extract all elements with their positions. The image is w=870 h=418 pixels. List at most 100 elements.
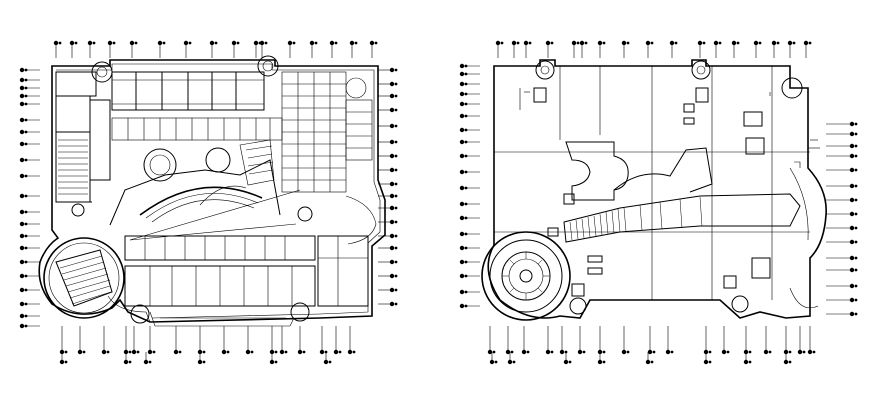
dimension-bubble — [459, 91, 465, 97]
dimension-bubble — [389, 107, 395, 113]
dimension-bubble — [459, 201, 465, 207]
dimension-bubble — [807, 349, 813, 355]
dimension-bubble — [545, 349, 551, 355]
dimension-bubble — [849, 167, 855, 173]
dimension-bubble — [389, 273, 395, 279]
dimension-bubble — [347, 349, 353, 355]
dimension-bubble-tail — [394, 220, 398, 224]
dimension-bubble — [259, 40, 265, 46]
dimension-bubble-tail — [464, 102, 468, 106]
dimension-bubble — [221, 349, 227, 355]
dimension-bubble — [669, 40, 675, 46]
dimension-bubble-tail — [226, 350, 230, 354]
dimension-bubble — [19, 287, 25, 293]
dimension-bubble-tail — [708, 350, 712, 354]
dimension-bubble — [703, 359, 709, 365]
plan-left — [38, 55, 386, 327]
dimension-bubble — [849, 143, 855, 149]
dimension-bubble-tail — [464, 216, 468, 220]
dimension-bubble — [269, 359, 275, 365]
dimension-bubble-tail — [808, 41, 812, 45]
dimension-bubble — [849, 197, 855, 203]
dimension-bubble — [19, 259, 25, 265]
dimension-bubble — [19, 141, 25, 147]
dimension-bubble-tail — [674, 41, 678, 45]
dimension-bubble — [787, 40, 793, 46]
dimension-bubble-tail — [250, 350, 254, 354]
dimension-bubble — [209, 40, 215, 46]
dimension-bubble — [849, 225, 855, 231]
dimension-bubble-tail — [464, 274, 468, 278]
dimension-bubble-tail — [394, 302, 398, 306]
dimension-bubble-tail — [854, 168, 858, 172]
dimension-bubble-tail — [464, 72, 468, 76]
dimension-bubble-tail — [758, 41, 762, 45]
dimension-bubble-tail — [550, 350, 554, 354]
dimension-bubble — [459, 273, 465, 279]
dimension-bubble-tail — [24, 234, 28, 238]
dimension-bubble-tail — [792, 41, 796, 45]
dimension-bubble-tail — [24, 194, 28, 198]
dimension-bubble-tail — [152, 350, 156, 354]
dimension-bubble-tail — [302, 350, 306, 354]
dimension-bubble-tail — [492, 350, 496, 354]
dimension-bubble-tail — [82, 350, 86, 354]
dimension-bubble — [389, 139, 395, 145]
dimension-bubble — [19, 117, 25, 123]
dimension-bubble — [849, 183, 855, 189]
dimension-bubble-tail — [854, 256, 858, 260]
dimension-bubble-tail — [374, 41, 378, 45]
dimension-bubble — [19, 85, 25, 91]
dimension-bubble-tail — [854, 312, 858, 316]
dimension-bubble-tail — [314, 41, 318, 45]
dimension-bubble-tail — [24, 102, 28, 106]
dimension-bubble — [19, 233, 25, 239]
left-stair-towers — [71, 55, 313, 324]
dimension-bubble — [19, 193, 25, 199]
dimension-bubble — [753, 40, 759, 46]
dimension-bubble — [59, 359, 65, 365]
dimension-bubble-tail — [24, 86, 28, 90]
dimension-bubble — [849, 255, 855, 261]
dimension-bubble — [459, 169, 465, 175]
dimension-bubble-tail — [736, 41, 740, 45]
dimension-bubble-tail — [464, 140, 468, 144]
dimension-bubble-tail — [464, 114, 468, 118]
dimension-bubble-tail — [854, 122, 858, 126]
dimension-bubble — [459, 113, 465, 119]
dimension-bubble-tail — [334, 41, 338, 45]
dimension-bubble-tail — [854, 298, 858, 302]
dimension-bubble-tail — [148, 360, 152, 364]
dimension-bubble — [245, 349, 251, 355]
dimension-bubble-tail — [58, 41, 62, 45]
dimension-bubble — [131, 349, 137, 355]
dimension-bubble — [545, 40, 551, 46]
dimension-bubble — [19, 245, 25, 251]
dimension-bubble — [19, 273, 25, 279]
dimension-bubble — [19, 173, 25, 179]
dimension-bubble-tail — [394, 234, 398, 238]
dimension-bubble-tail — [854, 144, 858, 148]
dimension-bubble — [287, 40, 293, 46]
dimension-bubble-tail — [24, 158, 28, 162]
dimension-bubble — [231, 40, 237, 46]
dimension-bubble — [389, 205, 395, 211]
dimension-bubble-tail — [776, 41, 780, 45]
dimension-bubble — [459, 303, 465, 309]
dimension-bubble-tail — [500, 41, 504, 45]
dimension-bubble — [621, 349, 627, 355]
dimension-bubble-tail — [24, 302, 28, 306]
dimension-bubble-tail — [464, 64, 468, 68]
dimension-bubble — [389, 259, 395, 265]
dimension-bubble-tail — [136, 350, 140, 354]
dimension-bubble-tail — [584, 41, 588, 45]
dimension-bubble — [459, 231, 465, 237]
dimension-bubble — [645, 40, 651, 46]
dimension-bubble-tail — [854, 240, 858, 244]
dimension-bubble-tail — [726, 350, 730, 354]
dimension-bubble — [459, 71, 465, 77]
dimension-bubble — [19, 93, 25, 99]
dimension-bubble — [19, 101, 25, 107]
dimension-bubble-tail — [24, 174, 28, 178]
right-stair-towers — [535, 60, 819, 315]
